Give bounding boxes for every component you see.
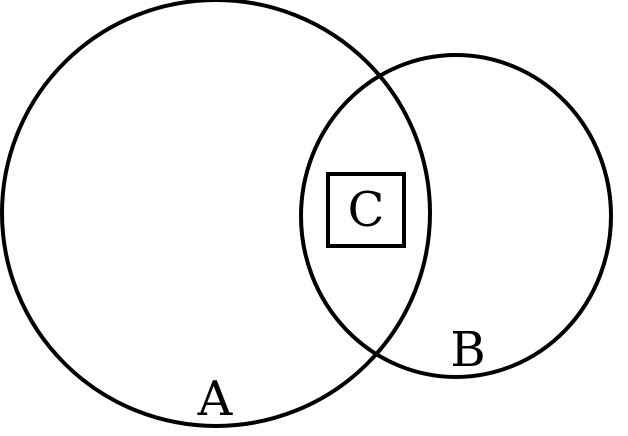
label-b: B bbox=[450, 322, 485, 378]
label-c: C bbox=[348, 182, 385, 238]
label-c-box bbox=[326, 172, 406, 248]
circle-a bbox=[0, 0, 432, 428]
circle-b bbox=[299, 53, 613, 379]
label-a: A bbox=[197, 371, 234, 427]
